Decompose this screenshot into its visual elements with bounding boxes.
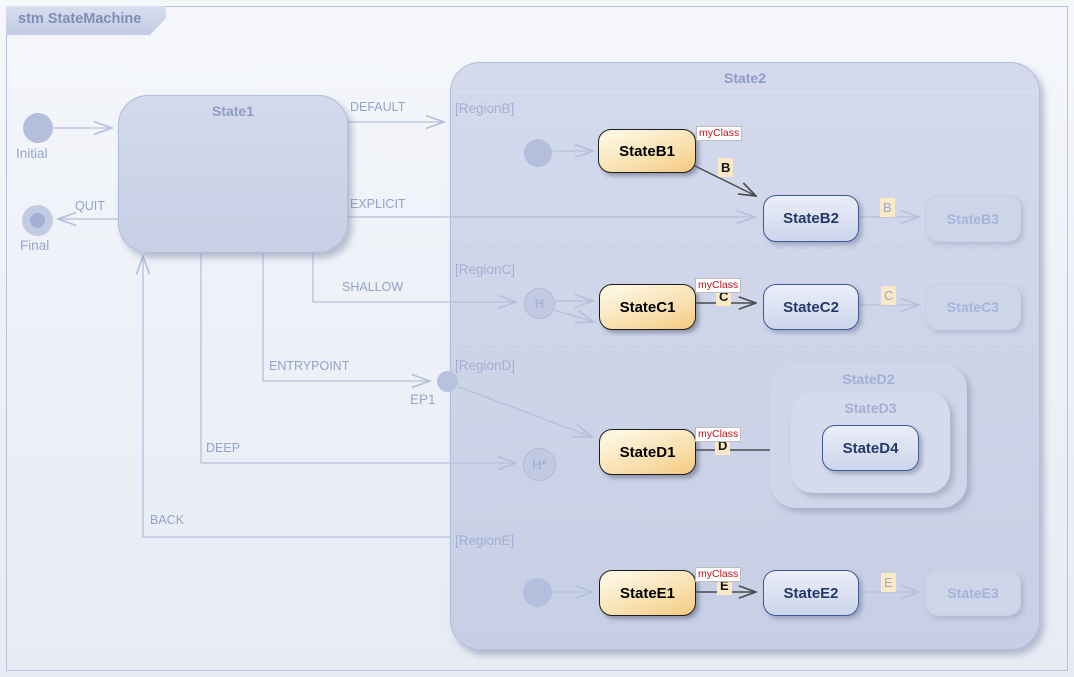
region-b-label: [RegionB] [455,101,515,116]
state-stated4[interactable]: StateD4 [822,425,919,471]
initial-label: Initial [16,146,48,161]
state-stateb1[interactable]: StateB1 [598,129,696,173]
diagram-frame-tab [6,6,166,35]
transition-entrypoint[interactable]: ENTRYPOINT [269,359,350,373]
state-statec1[interactable]: StateC1 [599,284,696,330]
statee3-title: StateE3 [947,585,999,601]
statec3-title: StateC3 [946,299,1000,315]
ep1-label: EP1 [410,392,436,407]
statee2-title: StateE2 [783,584,839,602]
state-stateb3[interactable]: StateB3 [925,195,1021,242]
shallow-history-c[interactable]: H [524,288,555,319]
initiale-pseudostate[interactable] [523,578,552,607]
initial-pseudostate[interactable] [23,113,53,143]
deep-history-d[interactable]: H* [523,448,556,481]
transition-back[interactable]: BACK [150,513,185,527]
entry-point-ep1[interactable] [437,371,458,392]
stateb1-title: StateB1 [619,142,675,160]
transition-default[interactable]: DEFAULT [350,100,406,114]
stereotype-myclass-e: myClass [695,567,742,582]
historyc-glyph: H [534,296,545,311]
state-state1[interactable]: State1 [118,95,348,253]
stereotype-myclass-c: myClass [695,278,742,293]
state2-header [451,63,1039,92]
statec1-title: StateC1 [619,298,676,316]
stated1-title: StateD1 [619,443,676,461]
transition-shallow[interactable]: SHALLOW [342,280,404,294]
state-statec3[interactable]: StateC3 [925,284,1021,330]
stateb3-title: StateB3 [946,210,1000,227]
transition-quit[interactable]: QUIT [75,199,105,213]
historyd-glyph: H* [532,457,547,472]
trigger-b1-b2: B [718,158,734,177]
initialb-pseudostate[interactable] [524,139,552,167]
stateb2-title: StateB2 [783,210,839,227]
transition-explicit[interactable]: EXPLICIT [350,197,406,211]
stereotype-myclass-b: myClass [696,126,743,141]
trigger-b2-b3: B [880,198,895,217]
region-d-label: [RegionD] [455,358,516,373]
diagram-title: stm StateMachine [18,11,142,27]
stereotype-myclass-d: myClass [695,427,742,442]
statec2-title: StateC2 [783,298,839,316]
stated4-title: StateD4 [842,439,899,457]
final-pseudostate[interactable] [22,205,53,236]
state-stateb2[interactable]: StateB2 [763,195,859,242]
trigger-c2-c3: C [881,286,897,305]
stated3-title: StateD3 [844,400,897,416]
final-label: Final [20,238,50,253]
transition-deep[interactable]: DEEP [206,441,241,455]
state1-title: State1 [211,103,255,119]
final-inner-dot [30,213,45,228]
state2-title: State2 [723,70,767,86]
state-statee2[interactable]: StateE2 [763,570,859,616]
diagram-frame [6,6,1068,671]
stated2-title: StateD2 [842,371,895,387]
state-stated1[interactable]: StateD1 [599,429,696,475]
region-e-label: [RegionE] [455,533,515,548]
state-statec2[interactable]: StateC2 [763,284,859,330]
statee1-title: StateE1 [619,584,676,602]
region-c-label: [RegionC] [455,262,516,277]
state-statee1[interactable]: StateE1 [599,570,696,616]
state-statee3[interactable]: StateE3 [925,570,1021,616]
trigger-e2-e3: E [881,573,896,592]
